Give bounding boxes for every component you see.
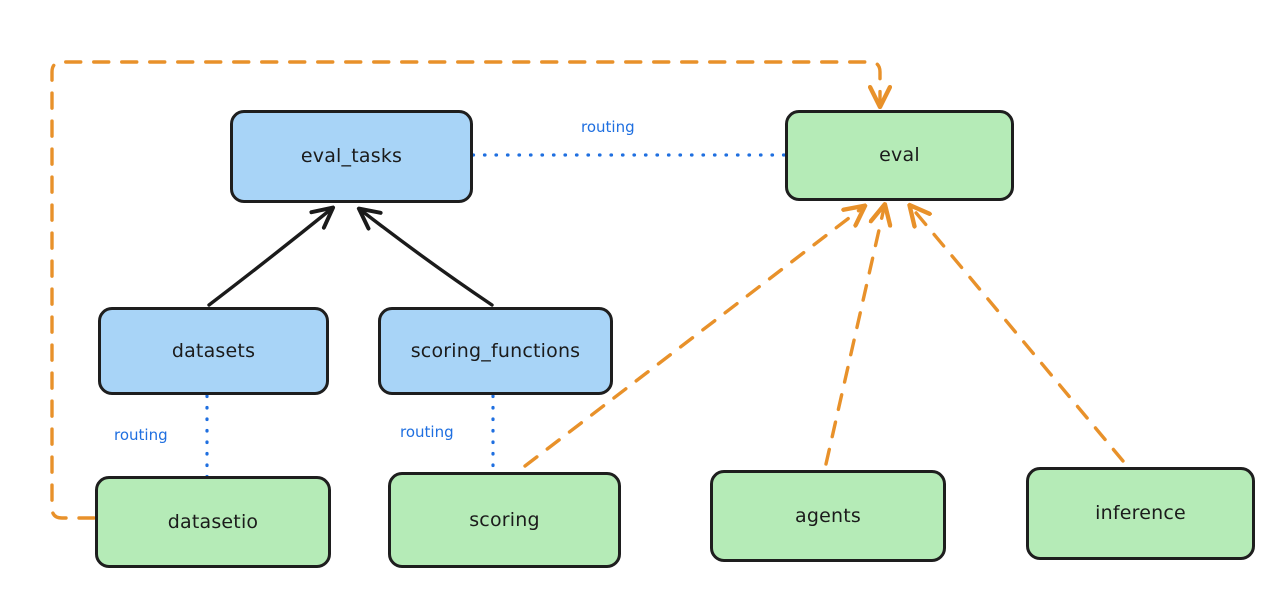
edge-datasets-to-eval-tasks (207, 205, 336, 307)
edge-inference-to-eval (912, 208, 1125, 463)
edge-scoring-functions-to-eval-tasks (356, 206, 494, 307)
node-datasets[interactable]: datasets (98, 307, 329, 395)
node-eval-tasks-label: eval_tasks (300, 145, 403, 167)
edge-label-routing-top: routing (578, 120, 638, 135)
edge-label-routing-middle: routing (397, 425, 457, 440)
node-inference[interactable]: inference (1026, 467, 1255, 560)
edge-agents-to-eval (824, 208, 884, 466)
node-datasets-label: datasets (171, 339, 256, 362)
node-eval-tasks[interactable]: eval_tasks (230, 110, 473, 203)
node-agents-label: agents (795, 504, 861, 527)
node-agents[interactable]: agents (710, 470, 946, 562)
node-scoring[interactable]: scoring (388, 472, 621, 568)
node-scoring-functions[interactable]: scoring_functions (378, 307, 613, 395)
node-datasetio-label: datasetio (167, 510, 259, 533)
node-scoring-label: scoring (469, 508, 540, 531)
node-eval-label: eval (879, 144, 920, 166)
node-scoring-functions-label: scoring_functions (410, 339, 581, 362)
node-inference-label: inference (1095, 502, 1186, 524)
edge-label-routing-left: routing (111, 428, 171, 443)
node-eval[interactable]: eval (785, 110, 1014, 201)
node-datasetio[interactable]: datasetio (95, 476, 331, 568)
